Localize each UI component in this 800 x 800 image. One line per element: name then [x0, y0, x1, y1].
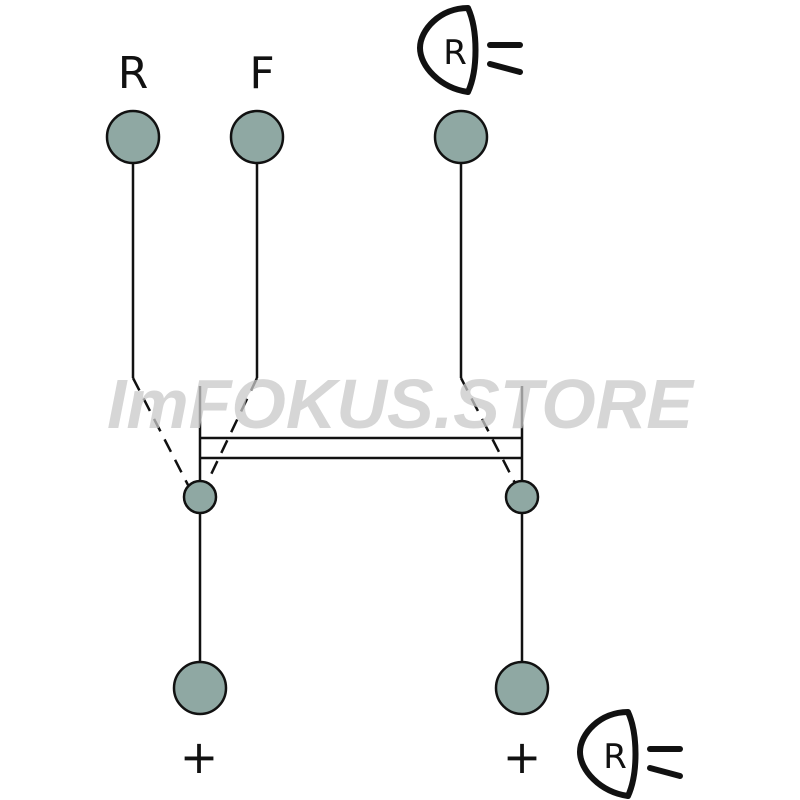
label-plus-left: + — [180, 730, 219, 784]
contact-dashed-f — [204, 377, 259, 486]
label-plus-right: + — [503, 730, 542, 784]
reverse-light-icon: R — [577, 709, 683, 799]
pivot-right — [504, 479, 540, 515]
terminal-plus-left — [172, 660, 228, 716]
contact-dashed-reverse — [459, 377, 518, 486]
terminal-plus-right — [494, 660, 550, 716]
reverse-light-letter-bottom: R — [603, 737, 627, 777]
label-r: R — [118, 48, 149, 99]
terminal-r — [105, 109, 161, 165]
reverse-light-letter: R — [443, 33, 467, 73]
watermark: ImFOKUS.STORE — [107, 365, 695, 443]
contact-dashed-r — [131, 377, 190, 486]
terminal-reverse-light — [433, 109, 489, 165]
terminal-f — [229, 109, 285, 165]
label-f: F — [249, 48, 274, 99]
reverse-light-icon: R — [417, 5, 523, 95]
pivot-left — [182, 479, 218, 515]
